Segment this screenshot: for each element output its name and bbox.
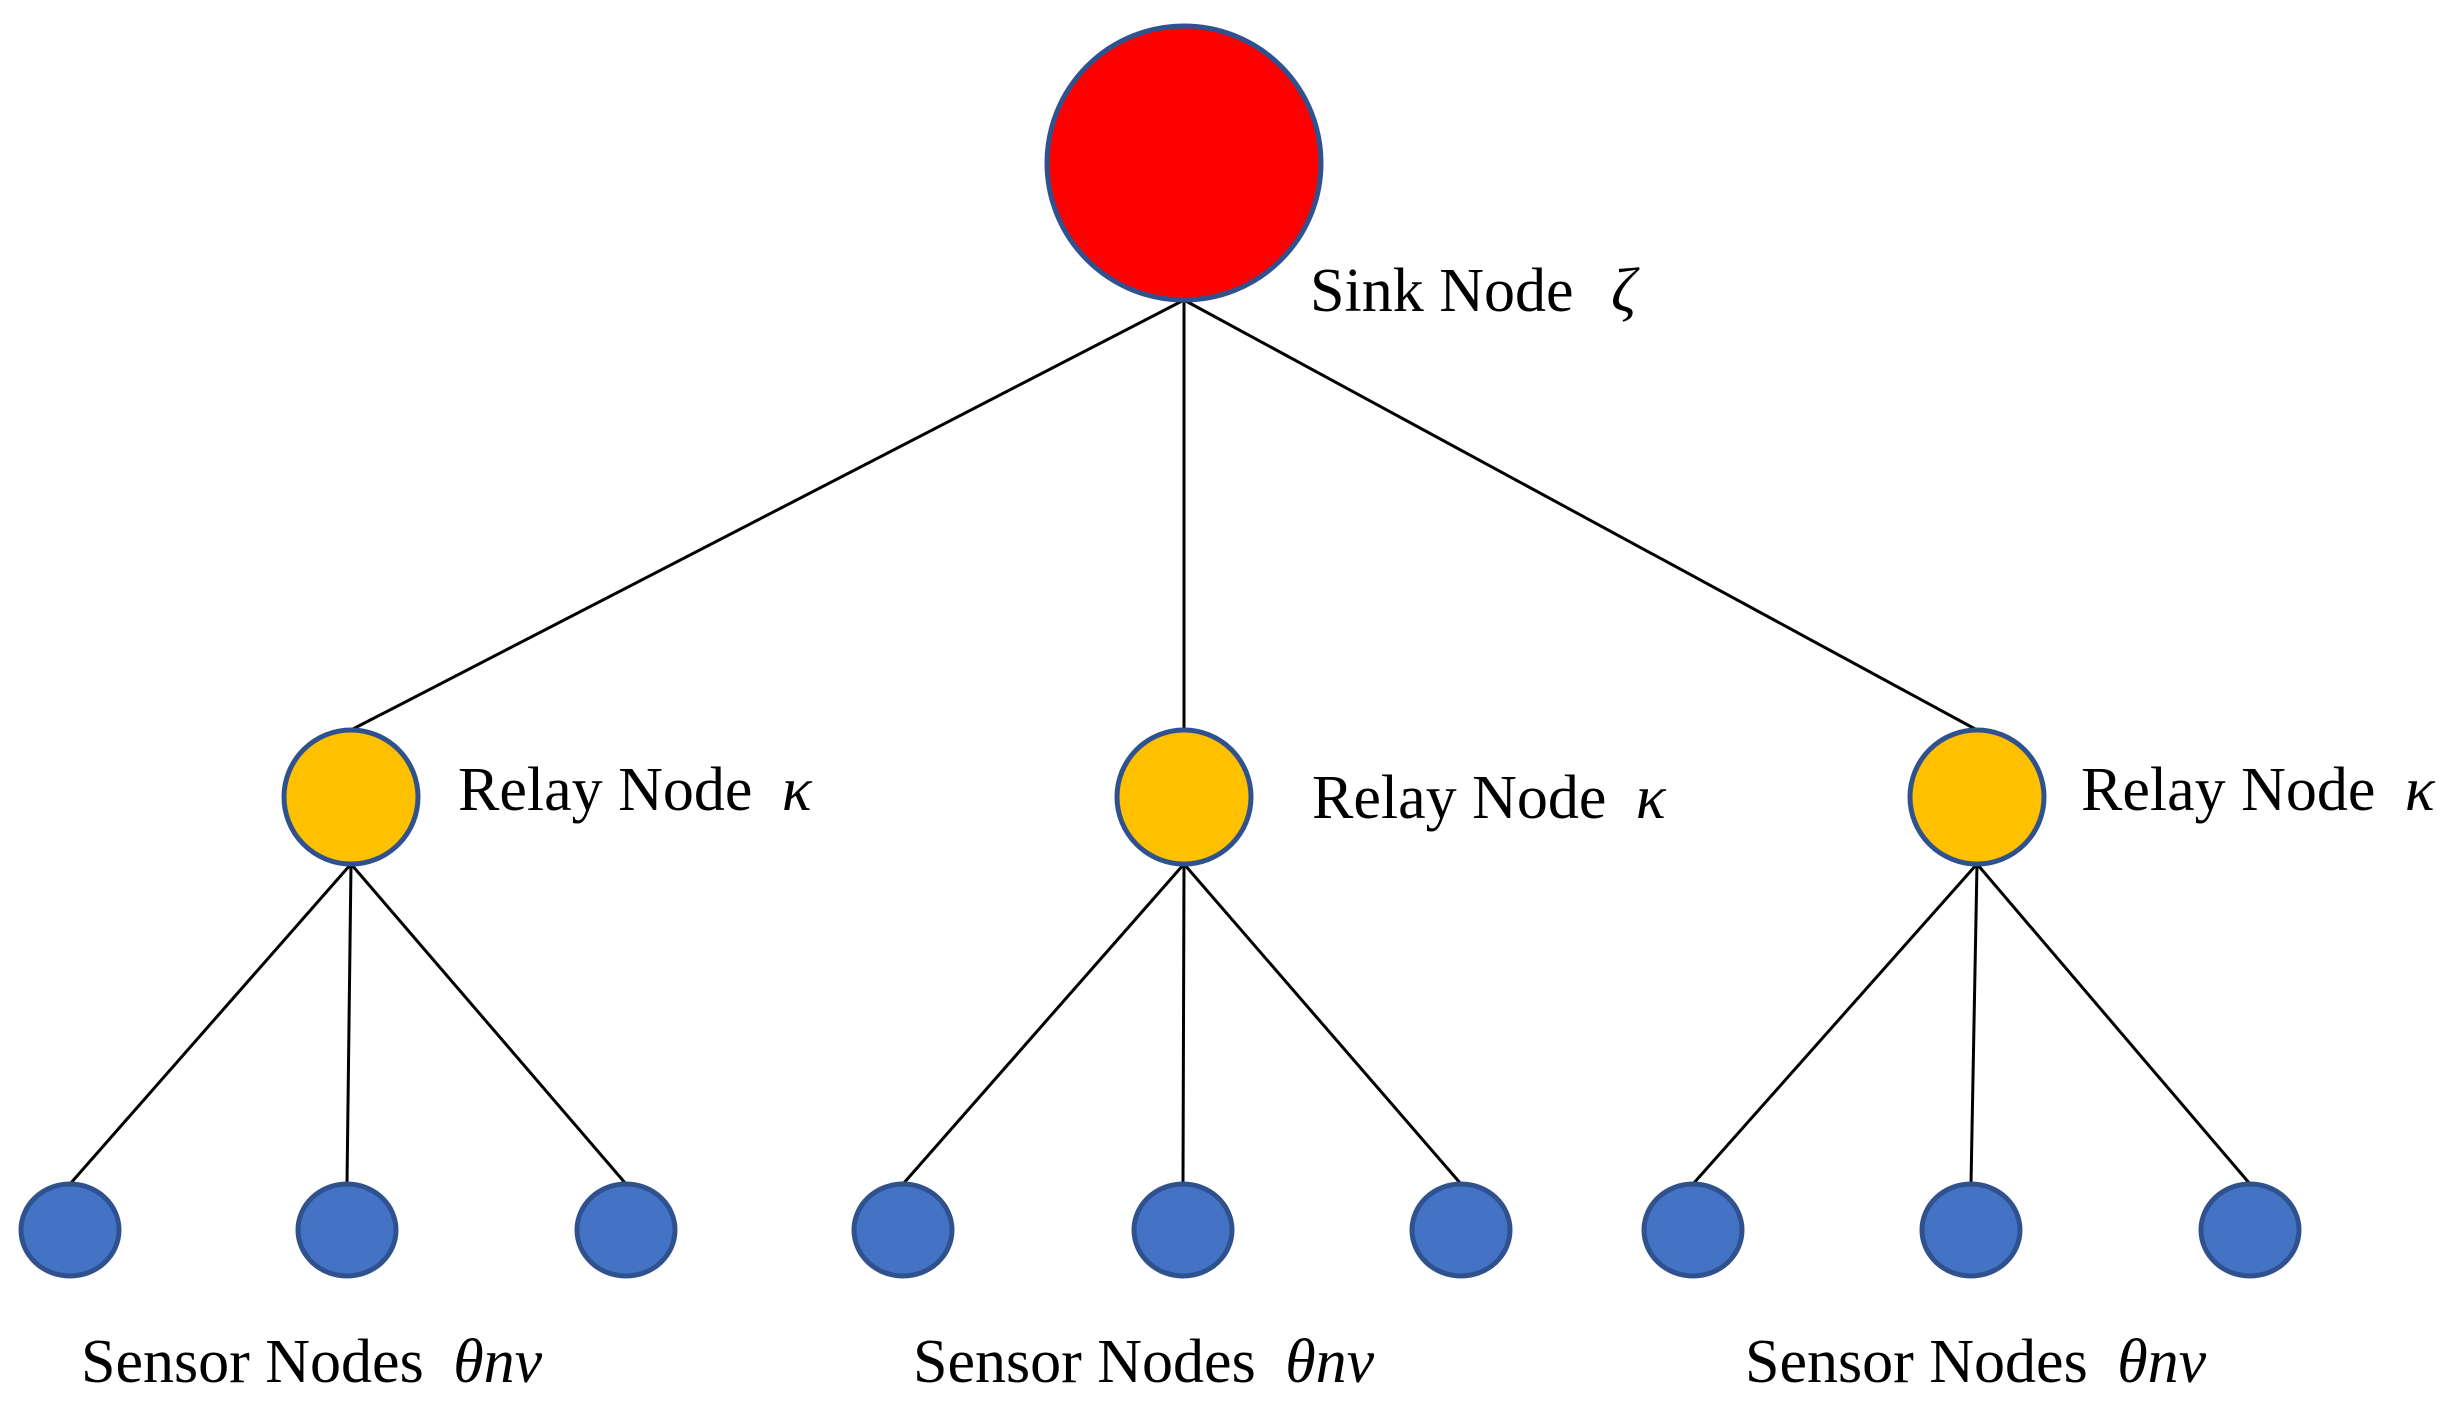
relay-node-label-2: Relay Node κ [1312, 764, 1667, 832]
sensor-group-label-3-text: Sensor Nodes [1745, 1328, 2088, 1396]
edge-sink-to-relay-1 [350, 298, 1185, 732]
edge-relay-1-to-sensor-1 [68, 863, 353, 1185]
edges-layer [68, 298, 2252, 1185]
sensor-group-label-1-text: Sensor Nodes [81, 1328, 424, 1396]
edge-relay-1-to-sensor-3 [349, 863, 628, 1185]
relay-node-label-2-symbol: κ [1636, 764, 1667, 832]
edge-relay-3-to-sensor-1 [1691, 863, 1979, 1185]
sink-node-label-text: Sink Node [1310, 257, 1574, 325]
edge-relay-2-to-sensor-3 [1182, 863, 1463, 1185]
sensor-node-1-1 [18, 1181, 122, 1279]
relay-node-label-3-symbol: κ [2405, 756, 2436, 824]
relay-node-2 [1114, 727, 1254, 867]
sensor-group-label-3-symbol: θnv [2117, 1328, 2206, 1396]
nodes-layer [18, 23, 2302, 1279]
sensor-node-2-1 [851, 1181, 955, 1279]
edge-relay-3-to-sensor-2 [1969, 863, 1979, 1185]
relay-node-label-2-text: Relay Node [1312, 764, 1606, 832]
sensor-node-1-3 [574, 1181, 678, 1279]
relay-node-label-3-text: Relay Node [2081, 756, 2375, 824]
sensor-node-2-3 [1409, 1181, 1513, 1279]
sensor-group-label-2-text: Sensor Nodes [913, 1328, 1256, 1396]
sensor-node-1-2 [295, 1181, 399, 1279]
relay-node-label-3: Relay Node κ [2081, 756, 2436, 824]
relay-node-label-1: Relay Node κ [458, 756, 813, 824]
relay-node-label-1-text: Relay Node [458, 756, 752, 824]
edge-relay-2-to-sensor-1 [901, 863, 1186, 1185]
sink-node-label: Sink Node ζ [1310, 257, 1640, 325]
sensor-node-3-1 [1641, 1181, 1745, 1279]
relay-node-3 [1907, 727, 2047, 867]
sensor-node-2-2 [1131, 1181, 1235, 1279]
sink-node-symbol: ζ [1611, 257, 1640, 325]
sensor-group-label-3: Sensor Nodes θnv [1745, 1328, 2207, 1396]
sensor-node-3-2 [1919, 1181, 2023, 1279]
edge-relay-1-to-sensor-2 [345, 863, 353, 1185]
edge-relay-2-to-sensor-2 [1181, 863, 1186, 1185]
sensor-group-label-2: Sensor Nodes θnv [913, 1328, 1375, 1396]
relay-node-1 [281, 727, 421, 867]
sensor-group-label-1-symbol: θnv [453, 1328, 542, 1396]
edge-relay-3-to-sensor-3 [1975, 863, 2252, 1185]
sensor-group-label-1: Sensor Nodes θnv [81, 1328, 543, 1396]
relay-node-label-1-symbol: κ [782, 756, 813, 824]
sensor-group-label-2-symbol: θnv [1285, 1328, 1374, 1396]
sink-node [1044, 23, 1324, 303]
sensor-node-3-3 [2198, 1181, 2302, 1279]
edge-sink-to-relay-3 [1183, 298, 1978, 732]
